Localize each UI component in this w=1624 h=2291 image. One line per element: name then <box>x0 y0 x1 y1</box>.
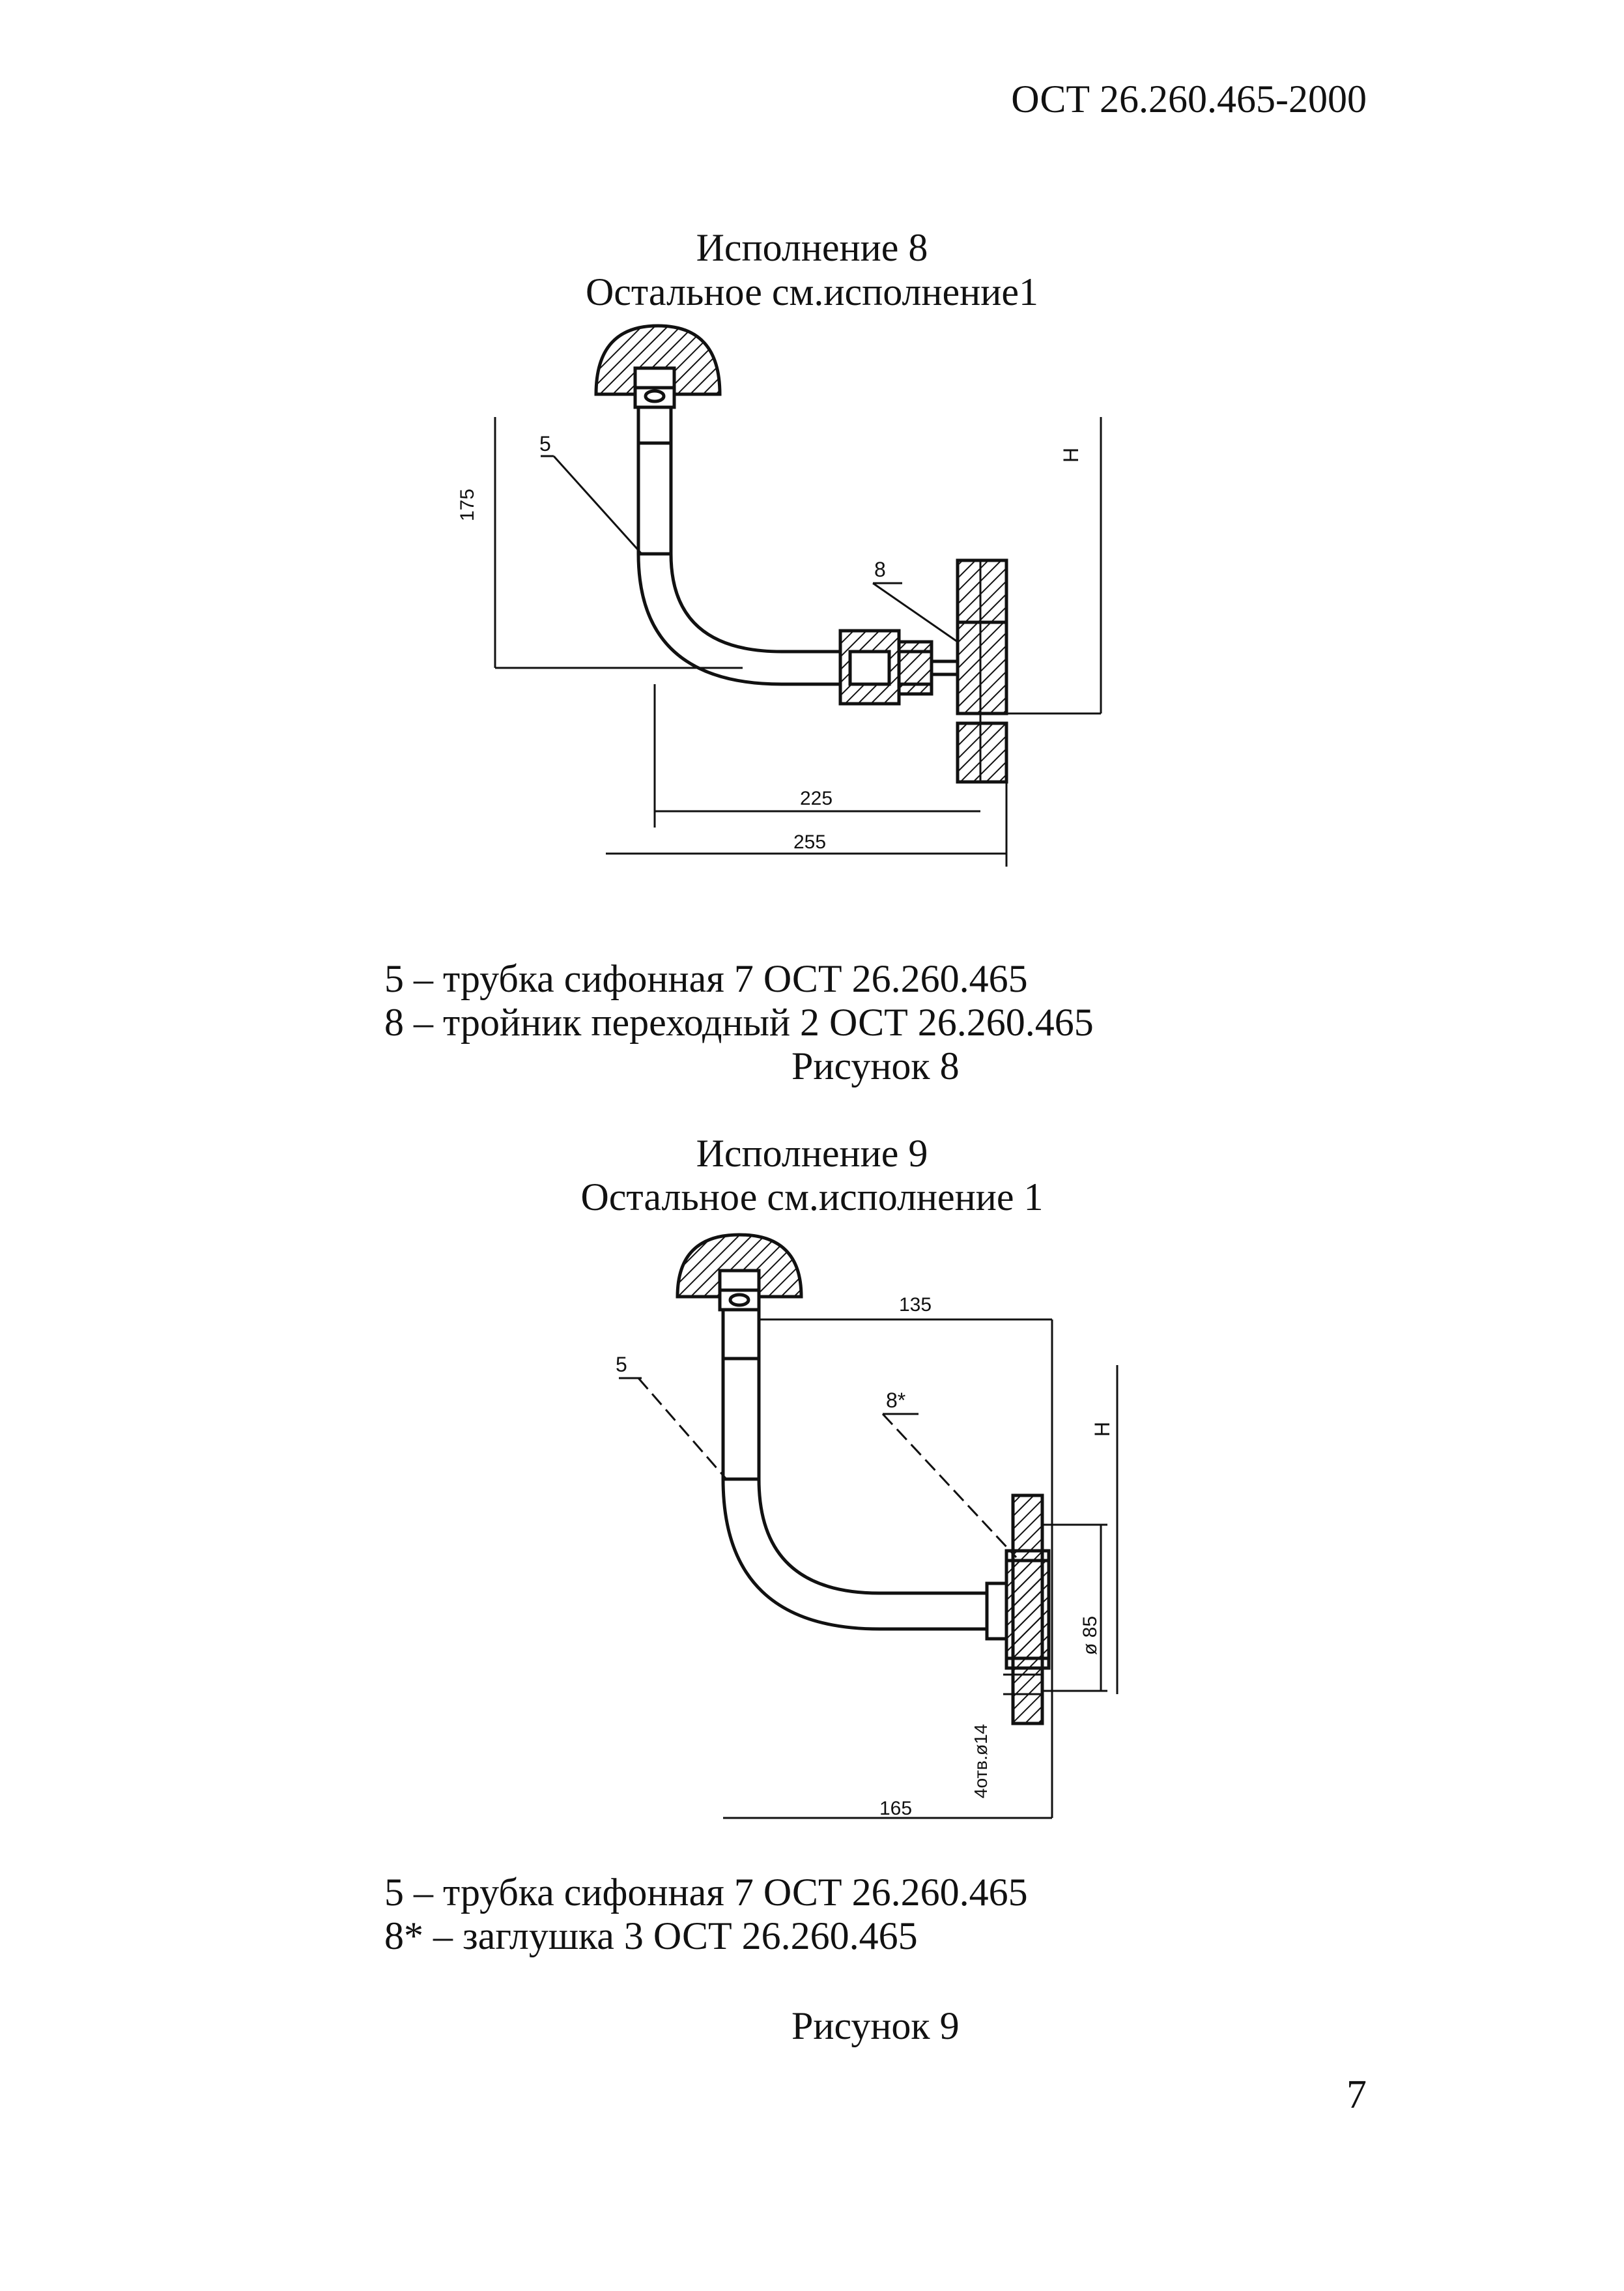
figure9-caption: Рисунок 9 <box>791 2004 960 2047</box>
figure8-tee <box>956 620 1008 715</box>
figure8-tube-elbow-outer <box>636 553 782 686</box>
document-code: ОСТ 26.260.465-2000 <box>1011 78 1367 121</box>
figure9-title: Исполнение 9 <box>696 1132 928 1175</box>
figure9-leader-8 <box>881 1413 1018 1559</box>
figure8-subtitle: Остальное см.исполнение1 <box>585 270 1039 313</box>
figure8-leader-5 <box>552 455 643 555</box>
figure9-subtitle: Остальное см.исполнение 1 <box>580 1175 1044 1218</box>
figure8-cap <box>594 324 722 396</box>
figure9-drawing <box>619 1233 1118 1819</box>
figure8-tube-elbow-inner <box>669 553 782 654</box>
figure8-legend-item-1: 5 – трубка сифонная 7 ОСТ 26.260.465 <box>384 957 1028 1000</box>
figure8-caption: Рисунок 8 <box>791 1045 960 1088</box>
figure8-dim-225: 225 <box>800 788 833 809</box>
figure9-leader-5 <box>637 1377 728 1480</box>
figure9-legend-item-2: 8* – заглушка 3 ОСТ 26.260.465 <box>384 1914 918 1957</box>
figure8-dim-175: 175 <box>457 489 478 521</box>
figure8-callout-5: 5 <box>539 432 551 455</box>
figure8-drawing <box>494 324 1102 867</box>
figure9-dim-d85: ø 85 <box>1079 1616 1101 1655</box>
figure9-tube-elbow-inner <box>757 1478 880 1595</box>
figure9-tube-elbow-outer <box>721 1478 880 1631</box>
figure9-dim-h: H <box>1090 1422 1114 1437</box>
figure9-cap <box>676 1233 803 1299</box>
figure8-title: Исполнение 8 <box>696 226 928 269</box>
figure9-dim-165: 165 <box>879 1798 912 1819</box>
figure9-callout-8: 8* <box>886 1389 905 1412</box>
figure8-callout-8: 8 <box>874 558 886 581</box>
figure9-dim-135: 135 <box>899 1294 932 1316</box>
figure8-legend-item-2: 8 – тройник переходный 2 ОСТ 26.260.465 <box>384 1001 1094 1044</box>
figure8-dim-h: H <box>1059 448 1083 463</box>
figure8-dim-255: 255 <box>793 831 826 853</box>
figure9-legend-item-1: 5 – трубка сифонная 7 ОСТ 26.260.465 <box>384 1871 1028 1914</box>
figure9-callout-5: 5 <box>616 1353 627 1376</box>
page-number: 7 <box>1346 2073 1367 2117</box>
figure8-leader-8 <box>872 582 958 643</box>
figure9-dim-holes: 4отв.ø14 <box>971 1724 991 1798</box>
